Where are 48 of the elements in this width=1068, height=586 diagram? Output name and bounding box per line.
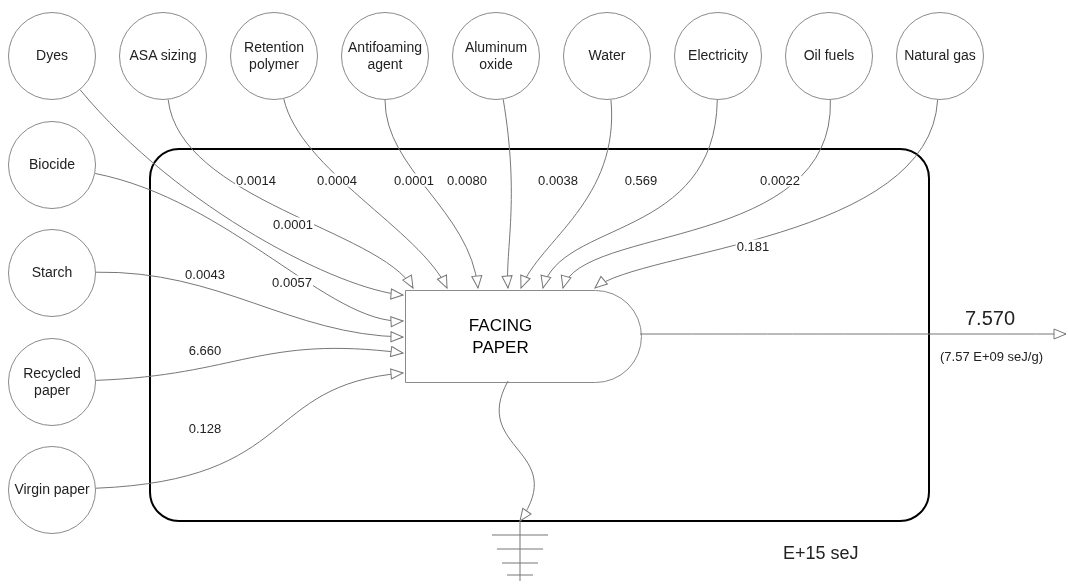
edge-label: 0.0004 [316, 173, 358, 187]
flow-arrow [498, 380, 535, 522]
flow-arrow [520, 99, 612, 289]
heat-sink-symbol [490, 521, 550, 581]
edge-label: 0.128 [187, 421, 223, 435]
node-label: Retention polymer [243, 38, 305, 74]
edge-label: 0.0022 [759, 173, 801, 187]
node-label: Biocide [29, 156, 75, 174]
note-text: (7.57 E+09 seJ/g) [940, 348, 1043, 366]
edge-label: 0.0001 [272, 217, 314, 231]
node-label: Oil fuels [803, 47, 855, 65]
flow-arrow [502, 98, 513, 289]
flow-arrow [384, 99, 482, 289]
flow-arrow [594, 99, 939, 289]
edge-label: 0.0014 [235, 173, 277, 187]
node-label: ASA sizing [129, 47, 197, 65]
flow-arrow [167, 99, 414, 289]
edge-label: 0.0043 [184, 267, 226, 281]
node-label: Starch [31, 264, 73, 282]
flow-arrow [283, 98, 448, 289]
flow-arrow [639, 328, 1067, 340]
flow-arrow [95, 271, 404, 342]
edge-label: 0.181 [735, 239, 771, 253]
node-label: Dyes [36, 47, 68, 65]
flow-arrow [562, 99, 831, 289]
node-label: Virgin paper [14, 481, 90, 499]
flow-arrow [542, 99, 718, 289]
edge-label: 0.0001 [393, 173, 435, 187]
note-text: E+15 seJ [783, 542, 859, 565]
node-label: Electricity [688, 47, 748, 65]
flow-arrow [95, 369, 404, 489]
edge-label: 0.0080 [446, 173, 488, 187]
flow-arrow [94, 173, 404, 326]
node-label: Water [588, 47, 626, 65]
edge-label: 0.0057 [271, 275, 313, 289]
node-label: Natural gas [904, 47, 976, 65]
edge-label: 0.569 [623, 173, 659, 187]
flow-arrow [95, 346, 404, 381]
node-label: Recycled paper [22, 364, 82, 400]
flow-arrow [79, 89, 404, 299]
edge-label: 7.570 [963, 308, 1017, 328]
node-label: Antifoaming agent [347, 38, 423, 74]
process-shape [405, 290, 642, 383]
edge-label: 0.0038 [537, 173, 579, 187]
edge-label: 6.660 [187, 343, 223, 357]
node-label: FACING PAPER [467, 315, 534, 358]
system-boundary [149, 148, 930, 522]
node-label: Aluminum oxide [463, 38, 529, 74]
